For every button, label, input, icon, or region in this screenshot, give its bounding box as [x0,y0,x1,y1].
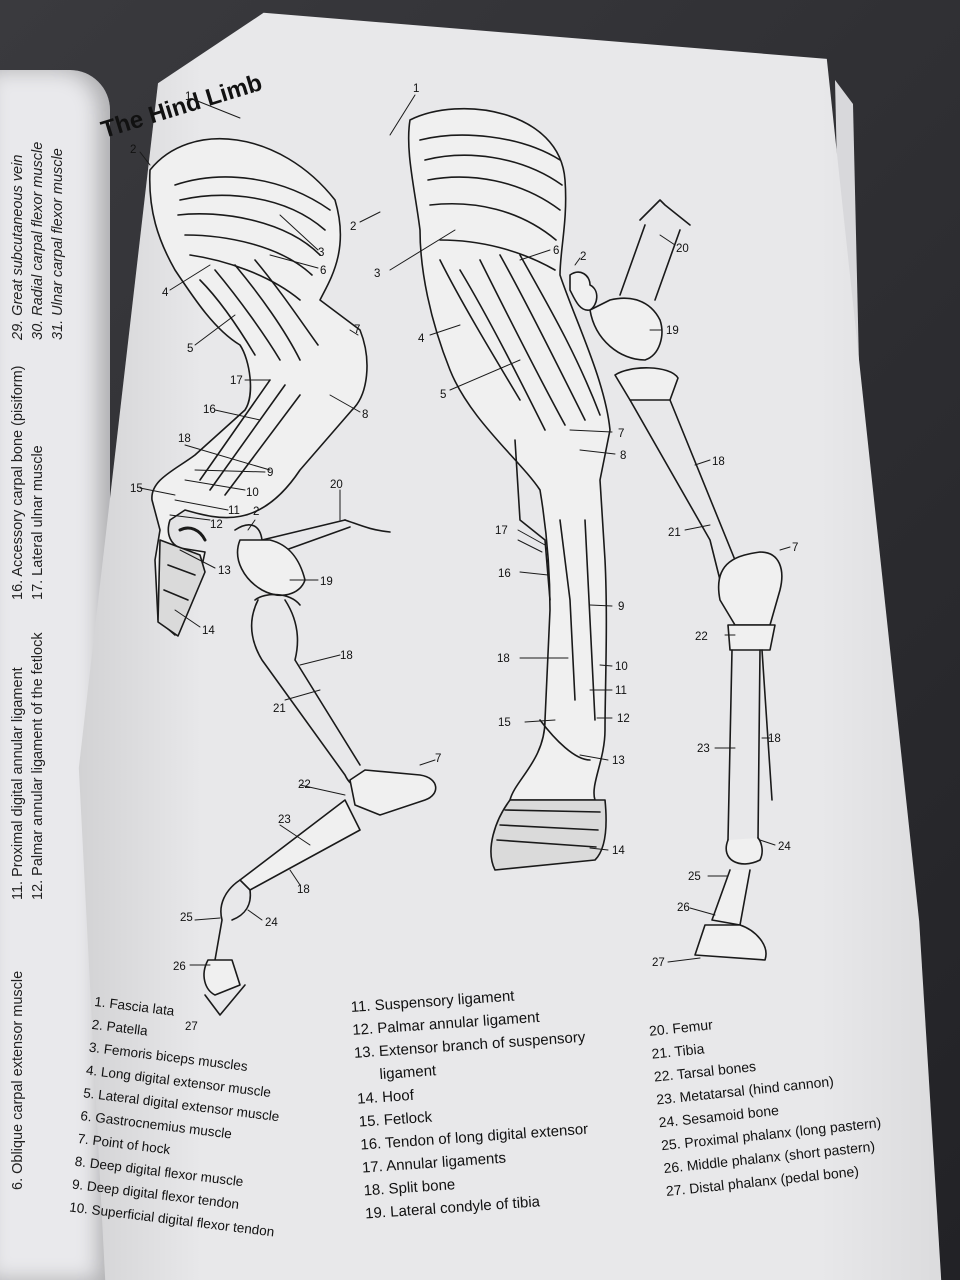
fig-label: 10 [246,487,259,499]
fig-label: 26 [173,961,186,973]
fig-label: 2 [580,251,586,263]
fig-label: 9 [618,601,624,613]
fig-label: 16 [203,404,216,416]
fig-label: 22 [695,631,708,643]
fig-label: 6 [320,265,326,277]
fig-label: 13 [612,755,625,767]
fig-label: 18 [297,884,310,896]
figure-c-labels: 1 2 3 6 4 5 7 8 17 16 9 18 10 11 15 12 1… [350,83,630,857]
fig-label: 12 [210,519,223,531]
fig-label: 2 [130,144,136,156]
fig-label: 8 [362,409,368,421]
fig-label: 1 [413,83,419,95]
fig-label: 11 [615,685,627,697]
fig-label: 10 [615,661,628,673]
legend-column-3: 20. Femur 21. Tibia 22. Tarsal bones 23.… [648,997,887,1203]
fig-label: 18 [768,733,781,745]
fig-label: 15 [498,717,511,729]
fig-label: 19 [666,325,679,337]
fig-label: 24 [265,917,278,929]
fig-label: 18 [340,650,353,662]
fig-label: 25 [688,871,701,883]
fig-label: 5 [187,343,193,355]
fig-label: 23 [697,743,710,755]
fig-label: 3 [374,268,380,280]
fig-label: 19 [320,576,333,588]
fig-label: 23 [278,814,291,826]
figure-a-labels: 1 2 3 6 4 5 7 17 16 8 18 9 15 10 11 12 1… [130,91,368,637]
figure-skeleton-straight [569,199,783,961]
fig-label: 26 [677,902,690,914]
fig-label: 13 [218,565,231,577]
fig-label: 18 [712,456,725,468]
fig-label: 4 [418,333,425,345]
fig-label: 18 [497,653,510,665]
fig-label: 14 [202,625,215,637]
fig-label: 27 [652,957,665,969]
fig-label: 20 [676,243,689,255]
fig-label: 15 [130,483,143,495]
fig-label: 6 [553,245,559,257]
fig-label: 7 [618,428,624,440]
fig-label: 7 [792,542,798,554]
figure-muscled-rear [407,107,611,871]
fig-label: 14 [612,845,625,857]
fig-label: 22 [298,779,311,791]
fig-label: 17 [230,375,243,387]
fig-label: 9 [267,467,273,479]
figure-d-labels: 20 2 19 18 21 7 22 23 18 24 25 26 27 [580,243,798,969]
fig-label: 8 [620,450,626,462]
fig-label: 27 [185,1021,198,1033]
fig-label: 3 [318,247,324,259]
fig-label: 20 [330,479,343,491]
fig-label: 18 [178,433,191,445]
fig-label: 25 [180,912,193,924]
leader-lines [139,94,791,966]
figure-skeleton-bent [203,519,437,1016]
fig-label: 16 [498,568,511,580]
legend-column-2: 11. Suspensory ligament 12. Palmar annul… [350,980,597,1226]
figure-muscled-lateral [148,138,368,637]
figure-b-labels: 20 2 19 18 21 22 7 23 18 25 24 26 27 [173,479,441,1033]
fig-label: 5 [440,389,446,401]
fig-label: 21 [668,527,681,539]
fig-label: 2 [350,221,356,233]
legend-column-1: 1. Fascia lata 2. Patella 3. Femoris bic… [68,990,301,1243]
fig-label: 11 [228,505,240,517]
fig-label: 21 [273,703,286,715]
fig-label: 1 [185,91,191,103]
fig-label: 7 [354,324,360,336]
fig-label: 24 [778,841,791,853]
fig-label: 7 [435,753,441,765]
fig-label: 4 [162,287,169,299]
fig-label: 12 [617,713,630,725]
fig-label: 17 [495,525,508,537]
fig-label: 2 [253,506,259,518]
